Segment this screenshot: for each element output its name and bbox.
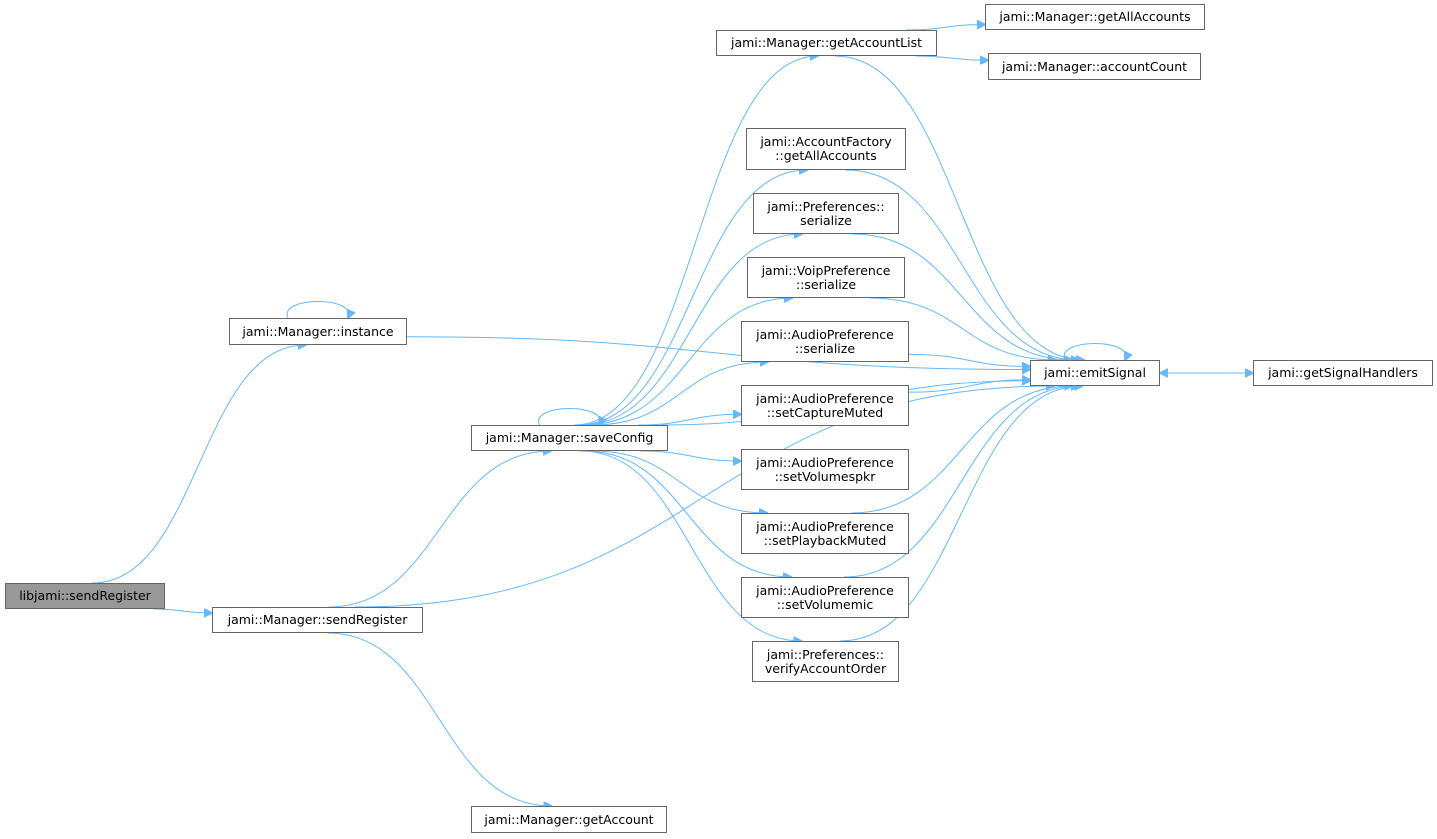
edge-prefSerialize-to-emitSignal [852,233,1072,360]
node-label-line: verifyAccountOrder [764,660,887,676]
node-label-line: jami::Manager::accountCount [1001,58,1188,74]
node-emitsignal[interactable]: jami::emitSignal [1030,360,1160,386]
edge-saveConfig-to-afGetAllAccounts [577,170,807,426]
node-label-line: ::setVolumespkr [774,468,876,484]
node-manager-saveconfig[interactable]: jami::Manager::saveConfig [471,425,668,451]
node-label-line: libjami::sendRegister [19,588,151,603]
edge-getAccountList-to-getAllAccountsMgr [905,25,985,31]
node-label-line: ::serialize [795,276,857,292]
node-getsignalhandlers[interactable]: jami::getSignalHandlers [1253,360,1433,386]
node-manager-accountcount[interactable]: jami::Manager::accountCount [988,53,1201,80]
edge-saveConfig-to-getAccountList [574,56,818,426]
node-libjami-sendregister[interactable]: libjami::sendRegister [5,583,165,609]
node-label-line: jami::AudioPreference [756,454,894,470]
node-preferences-serialize[interactable]: jami::Preferences:: serialize [753,193,899,234]
edges [92,25,1253,806]
node-label-line: jami::Preferences:: [767,198,885,214]
node-label-line: jami::emitSignal [1044,365,1146,380]
node-label-line: jami::AudioPreference [756,326,894,342]
node-label-line: jami::VoipPreference [761,262,891,278]
node-audiopreference-setvolumespkr[interactable]: jami::AudioPreference ::setVolumespkr [741,449,909,490]
node-audiopreference-setcapturemuted[interactable]: jami::AudioPreference ::setCaptureMuted [741,385,909,426]
node-audiopreference-setplaybackmuted[interactable]: jami::AudioPreference ::setPlaybackMuted [741,513,909,554]
node-label-line: ::getAllAccounts [775,148,877,163]
node-manager-getallaccounts[interactable]: jami::Manager::getAllAccounts [985,4,1205,30]
node-label-line: jami::Manager::getAccount [484,811,654,827]
node-label-line: jami::AudioPreference [756,390,894,406]
node-manager-getaccountlist[interactable]: jami::Manager::getAccountList [716,30,937,56]
edge-getAccountList-to-emitSignal [834,55,1085,360]
node-label-line: jami::Preferences:: [766,646,885,662]
node-manager-instance[interactable]: jami::Manager::instance [229,318,407,345]
edge-saveConfig-to-audioSerialize [592,362,768,426]
edge-saveConfig-to-setCaptureMuted [638,414,741,426]
node-voippreference-serialize[interactable]: jami::VoipPreference ::serialize [747,257,905,298]
edge-saveConfig-to-verifyAccountOrder [580,450,801,641]
edge-voipSerialize-to-emitSignal [869,297,1056,360]
node-manager-sendregister[interactable]: jami::Manager::sendRegister [212,607,423,633]
edge-setPlaybackMuted-to-emitSignal [851,386,1072,514]
edge-saveConfig-to-prefSerialize [580,234,802,426]
node-label-line: jami::AudioPreference [756,582,894,598]
node-audiopreference-setvolumemic[interactable]: jami::AudioPreference ::setVolumemic [741,577,909,618]
node-label-line: jami::Manager::getAllAccounts [999,9,1191,24]
edge-sendRegister-to-saveConfig [328,451,550,608]
node-label-line: serialize [800,212,852,228]
edge-instance-to-instance [286,301,349,319]
edge-setVolumemic-to-emitSignal [843,386,1079,578]
edge-saveConfig-to-voipSerialize [583,298,792,426]
node-label-line: jami::Manager::instance [242,323,394,339]
node-label-line: jami::Manager::sendRegister [227,612,408,627]
edge-emitSignal-to-emitSignal [1063,343,1126,361]
node-label-line: jami::Manager::saveConfig [485,430,654,445]
edge-audioSerialize-to-emitSignal [908,353,1030,366]
edge-afGetAllAccounts-to-emitSignal [845,169,1079,360]
edge-setCaptureMuted-to-emitSignal [908,380,1030,393]
edge-instance-to-emitSignal [406,336,1030,370]
edge-sendRegisterLib-to-instance [92,345,306,584]
node-label-line: jami::AccountFactory [760,134,892,149]
edge-verifyAccountOrder-to-emitSignal [840,386,1083,642]
node-audiopreference-serialize[interactable]: jami::AudioPreference ::serialize [741,321,909,362]
node-label-line: ::serialize [794,340,856,356]
node-accountfactory-getallaccounts[interactable]: jami::AccountFactory ::getAllAccounts [746,128,906,170]
edge-sendRegister-to-getAccount [327,632,552,806]
edge-saveConfig-to-setVolumemic [583,450,791,577]
node-label-line: jami::AudioPreference [756,518,894,534]
node-preferences-verifyaccountorder[interactable]: jami::Preferences:: verifyAccountOrder [752,641,899,682]
node-label-line: ::setCaptureMuted [766,404,884,420]
node-label-line: ::setPlaybackMuted [763,532,887,548]
node-label-line: jami::Manager::getAccountList [730,35,923,50]
edge-getAccountList-to-accountCount [915,55,988,60]
edge-sendRegisterLib-to-sendRegister [153,609,212,613]
edge-saveConfig-to-setPlaybackMuted [592,450,767,513]
edge-sendRegister-to-emitSignal [354,386,1054,608]
node-label-line: jami::getSignalHandlers [1268,365,1418,380]
edge-saveConfig-to-setVolumespkr [640,450,741,461]
node-manager-getaccount[interactable]: jami::Manager::getAccount [471,806,667,833]
node-label-line: ::setVolumemic [776,596,874,612]
